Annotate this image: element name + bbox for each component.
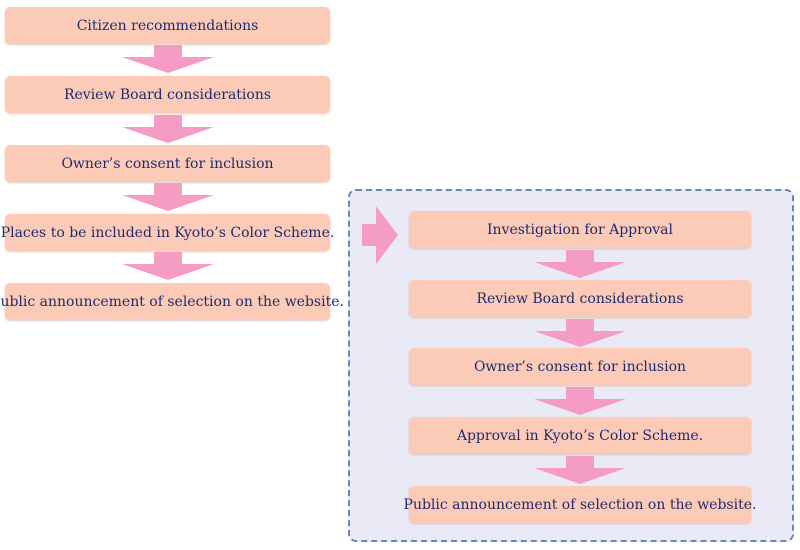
- right-step-5: Public announcement of selection on the …: [404, 486, 756, 523]
- down-arrow-icon: [534, 319, 626, 347]
- left-step-4: Places to be included in Kyoto’s Color S…: [1, 214, 334, 251]
- down-arrow-icon: [122, 45, 214, 73]
- down-arrow-icon: [534, 456, 626, 484]
- right-step-1: Investigation for Approval: [409, 211, 751, 248]
- right-arrow-icon: [362, 206, 398, 264]
- left-step-1: Citizen recommendations: [5, 7, 330, 44]
- down-arrow-icon: [534, 250, 626, 278]
- left-step-5: Public announcement of selection on the …: [0, 283, 344, 320]
- down-arrow-icon: [122, 252, 214, 280]
- down-arrow-icon: [122, 115, 214, 143]
- down-arrow-icon: [534, 387, 626, 415]
- right-step-3: Owner’s consent for inclusion: [409, 348, 751, 385]
- left-step-3: Owner’s consent for inclusion: [5, 145, 330, 182]
- left-step-2: Review Board considerations: [5, 76, 330, 113]
- down-arrow-icon: [122, 183, 214, 211]
- right-step-4: Approval in Kyoto’s Color Scheme.: [409, 417, 751, 454]
- right-step-2: Review Board considerations: [409, 280, 751, 317]
